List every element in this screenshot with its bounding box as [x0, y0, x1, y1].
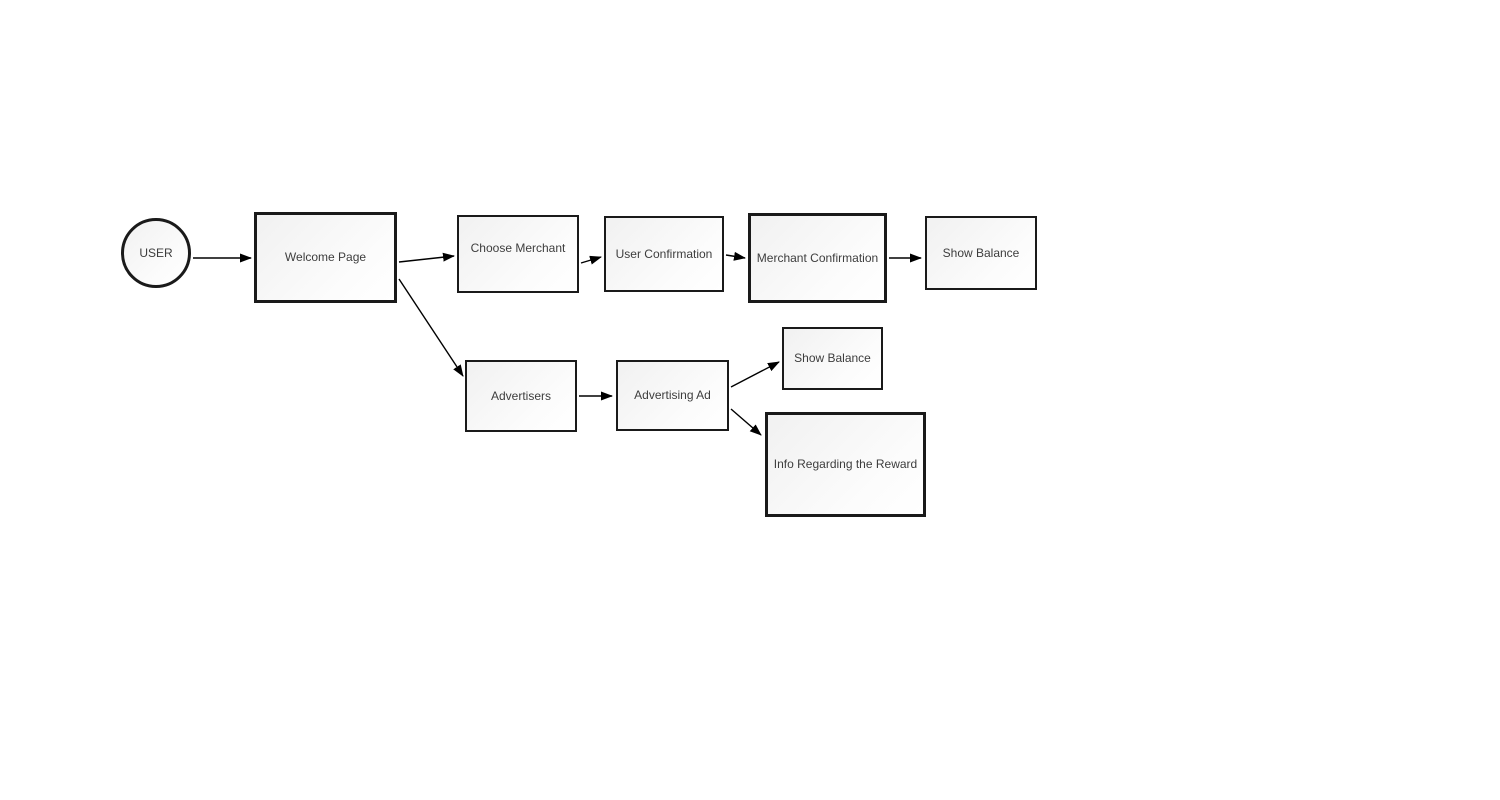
node-info-regarding-reward: Info Regarding the Reward — [765, 412, 926, 517]
edge-welcome-page-to-choose-merchant — [398, 252, 455, 263]
node-advertising-ad-label: Advertising Ad — [634, 388, 711, 403]
node-choose-merchant-label: Choose Merchant — [470, 241, 566, 255]
edge-user-confirmation-to-merchant-confirmation — [725, 251, 746, 261]
node-merchant-confirmation-label: Merchant Confirmation — [756, 250, 879, 265]
edge-advertising-ad-to-show-balance-bottom — [730, 361, 780, 388]
edge-advertising-ad-to-info-regarding-reward — [730, 408, 762, 436]
node-user: USER — [121, 218, 191, 288]
node-show-balance-top: Show Balance — [925, 216, 1037, 290]
node-welcome-page: Welcome Page — [254, 212, 397, 303]
node-info-regarding-reward-label: Info Regarding the Reward — [773, 457, 918, 472]
node-welcome-page-label: Welcome Page — [284, 250, 367, 265]
node-advertising-ad: Advertising Ad — [616, 360, 729, 431]
edge-choose-merchant-to-user-confirmation — [580, 255, 602, 265]
node-show-balance-bottom-label: Show Balance — [794, 351, 871, 366]
node-user-confirmation-label: User Confirmation — [615, 246, 713, 261]
node-merchant-confirmation: Merchant Confirmation — [748, 213, 887, 303]
node-user-confirmation: User Confirmation — [604, 216, 724, 292]
node-advertisers-label: Advertisers — [490, 388, 552, 403]
node-show-balance-bottom: Show Balance — [782, 327, 883, 390]
edge-welcome-page-to-advertisers — [398, 278, 464, 377]
node-choose-merchant: Choose Merchant — [457, 215, 579, 293]
node-advertisers: Advertisers — [465, 360, 577, 432]
node-show-balance-top-label: Show Balance — [942, 245, 1020, 260]
node-user-label: USER — [139, 245, 173, 260]
